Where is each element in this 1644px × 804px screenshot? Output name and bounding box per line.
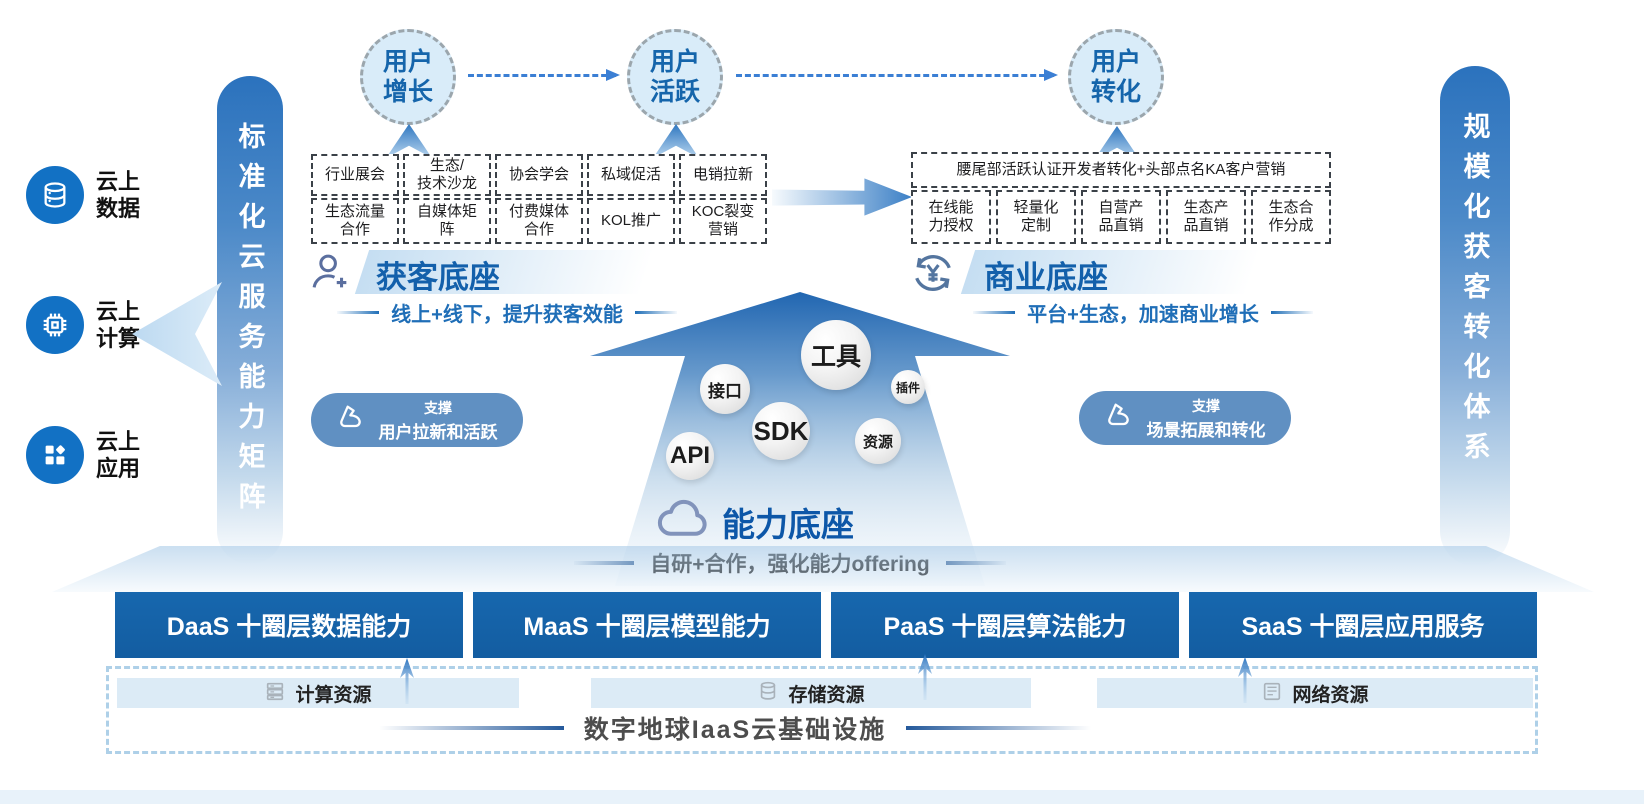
chip-icon: [26, 296, 84, 354]
yen-cycle-icon: [908, 248, 958, 303]
infra-up-arrow: [1238, 657, 1252, 703]
business-cell: 在线能 力授权: [911, 190, 991, 244]
iaas-container: 计算资源 存储资源 网络资源: [106, 666, 1538, 754]
business-cell: 生态合 作分成: [1251, 190, 1331, 244]
cloud-compute-label: 云上 计算: [96, 298, 141, 352]
channel-cell: 协会学会: [495, 154, 583, 196]
support-badge-left: 支撑 用户拉新和活跃: [311, 393, 523, 447]
support-badge-text: 支撑 场景拓展和转化: [1147, 396, 1266, 441]
support-badge-right: 支撑 场景拓展和转化: [1079, 391, 1291, 445]
resource-strip-compute: 计算资源: [117, 678, 519, 708]
apps-icon: [26, 426, 84, 484]
up-arrow-growth: [386, 124, 432, 158]
iaas-caption: 数字地球IaaS云基础设施: [583, 716, 887, 744]
stage-user-conversion: 用户 转化: [1068, 29, 1164, 125]
cloud-data-item: 云上 数据: [26, 166, 140, 224]
acquisition-subtitle-row: 线上+线下，提升获客效能: [312, 298, 702, 327]
support-line2: 场景拓展和转化: [1146, 420, 1266, 440]
cloud-compute-item: 云上 计算: [26, 296, 140, 354]
bottom-band: [0, 790, 1644, 804]
subtitle-line-right: [634, 311, 677, 314]
support-line2: 用户拉新和活跃: [378, 422, 498, 442]
resource-strip-network: 网络资源: [1097, 678, 1533, 708]
capability-title: 能力底座: [722, 506, 854, 543]
caption-line-left: [378, 726, 564, 730]
acquisition-to-business-arrow: [772, 178, 912, 216]
business-subtitle-row: 平台+生态，加速商业增长: [948, 298, 1338, 327]
network-icon: [1261, 680, 1283, 707]
subtitle-line-left: [973, 311, 1016, 314]
infra-up-arrow: [918, 654, 932, 700]
left-capability-pill: 标准化云服务能力矩阵: [217, 76, 283, 564]
resource-label: 计算资源: [295, 684, 372, 706]
up-arrow-active: [653, 124, 699, 158]
channel-cell: 生态/ 技术沙龙: [403, 154, 491, 196]
database-icon: [26, 166, 84, 224]
bar-maas: MaaS 十圈层模型能力: [473, 592, 821, 658]
cloud-icon: [654, 492, 712, 547]
business-cell: 自营产 品直销: [1081, 190, 1161, 244]
channel-cell: 付费媒体 合作: [495, 198, 583, 244]
acquisition-subtitle: 线上+线下，提升获客效能: [391, 304, 623, 326]
support-line1: 支撑: [424, 399, 452, 416]
cloud-apps-label: 云上 应用: [96, 428, 141, 482]
person-plus-icon: [308, 250, 354, 301]
left-pill-label: 标准化云服务能力矩阵: [234, 122, 265, 522]
matrix-left-arrow: [132, 282, 222, 386]
resource-label: 存储资源: [788, 684, 865, 706]
iaas-caption-row: 数字地球IaaS云基础设施: [300, 710, 1170, 746]
bar-paas: PaaS 十圈层算法能力: [831, 592, 1179, 658]
stage-user-growth-label: 用户 增长: [382, 48, 433, 106]
bubble-api: API: [666, 432, 714, 480]
right-pill-label: 规模化获客转化体系: [1459, 112, 1490, 472]
flow-arrow-1: [468, 69, 620, 81]
support-badge-text: 支撑 用户拉新和活跃: [379, 398, 498, 443]
business-title: 商业底座: [984, 260, 1108, 295]
channel-cell: KOC裂变 营销: [679, 198, 767, 244]
channel-cell: 自媒体矩 阵: [403, 198, 491, 244]
muscle-icon: [1105, 400, 1137, 437]
bubble-interface: 接口: [700, 364, 750, 414]
stage-user-active: 用户 活跃: [627, 29, 723, 125]
resource-label: 网络资源: [1292, 684, 1369, 706]
base-glow: [52, 546, 1594, 592]
cloud-data-label: 云上 数据: [96, 168, 141, 222]
subtitle-line-right: [1270, 311, 1313, 314]
business-cell: 生态产 品直销: [1166, 190, 1246, 244]
cloud-apps-item: 云上 应用: [26, 426, 140, 484]
bubble-plugin: 插件: [891, 370, 925, 404]
channel-cell: 电销拉新: [679, 154, 767, 196]
bubble-tools: 工具: [801, 320, 871, 390]
caption-line-right: [906, 726, 1092, 730]
stage-user-active-label: 用户 活跃: [649, 48, 700, 106]
business-subtitle: 平台+生态，加速商业增长: [1027, 304, 1259, 326]
channel-cell: 行业展会: [311, 154, 399, 196]
bubble-resource: 资源: [855, 418, 901, 464]
stage-user-growth: 用户 增长: [360, 29, 456, 125]
channel-cell: KOL推广: [587, 198, 675, 244]
infra-up-arrow: [400, 658, 414, 704]
business-cell: 轻量化 定制: [996, 190, 1076, 244]
resource-strip-storage: 存储资源: [591, 678, 1031, 708]
flow-arrow-2: [736, 69, 1058, 81]
business-header-cell: 腰尾部活跃认证开发者转化+头部点名KA客户营销: [911, 152, 1331, 188]
support-line1: 支撑: [1192, 397, 1220, 414]
acquisition-title: 获客底座: [376, 260, 500, 295]
channel-cell: 生态流量 合作: [311, 198, 399, 244]
right-system-pill: 规模化获客转化体系: [1440, 66, 1510, 566]
bubble-sdk: SDK: [752, 402, 810, 460]
bar-daas: DaaS 十圈层数据能力: [115, 592, 463, 658]
stage-user-conversion-label: 用户 转化: [1090, 48, 1141, 106]
subtitle-line-left: [337, 311, 380, 314]
muscle-icon: [337, 402, 369, 439]
storage-icon: [757, 680, 779, 707]
server-icon: [264, 680, 286, 707]
bar-saas: SaaS 十圈层应用服务: [1189, 592, 1537, 658]
channel-cell: 私域促活: [587, 154, 675, 196]
